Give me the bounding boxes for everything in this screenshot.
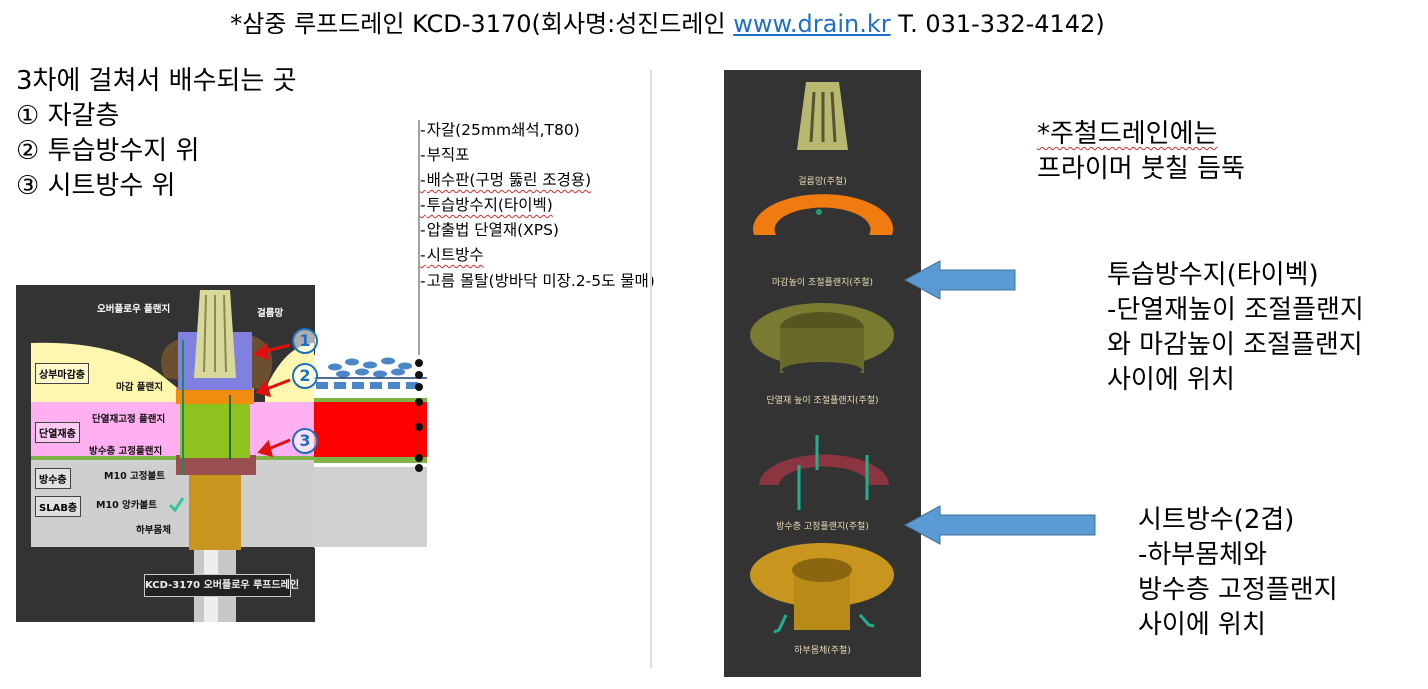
marker-2: 2: [292, 363, 318, 389]
note-sheet-line: 시트방수(2겹): [1138, 505, 1295, 535]
note-tyvek-line: 투습방수지(타이벡): [1107, 260, 1319, 290]
layer-sheet: 시트방수: [420, 243, 484, 265]
label-strainer: 걸름망: [257, 308, 284, 319]
finish-flange-part: [753, 194, 893, 235]
drain-point-3: ③ 시트방수 위: [16, 171, 176, 201]
layer-nonwoven: 부직포: [420, 143, 470, 165]
title-text: *삼중 루프드레인 KCD-3170(회사명:성진드레인: [230, 10, 734, 38]
part-label-lower-body: 하부몸체(주철): [794, 646, 851, 656]
layer-xps: 압출법 단열재(XPS): [420, 218, 559, 240]
lower-body-part: [750, 543, 894, 634]
slide-title: *삼중 루프드레인 KCD-3170(회사명:성진드레인 www.drain.k…: [0, 4, 1335, 39]
strainer-part: [797, 82, 848, 150]
part-label-waterproof-flange: 방수층 고정플랜지(주철): [776, 522, 869, 532]
layer-drain-board: 배수판(구멍 뚫린 조경용): [420, 168, 592, 190]
label-finish-flange: 마감 플랜지: [116, 382, 164, 393]
zone-waterproof: 방수층: [35, 468, 71, 489]
part-label-strainer: 걸름망(주철): [798, 177, 847, 187]
zone-slab: SLAB층: [35, 496, 82, 517]
zone-insulation: 단열재층: [35, 422, 80, 443]
title-phone: T. 031-332-4142): [890, 10, 1105, 38]
label-m10-fix-bolt: M10 고정볼트: [104, 471, 165, 482]
note-cast-iron-line: *주철드레인에는: [1037, 119, 1218, 149]
label-lower-body: 하부몸체: [136, 525, 171, 536]
drain-point-1: ① 자갈층: [16, 101, 120, 131]
note-tyvek-line: 사이에 위치: [1107, 365, 1235, 395]
part-label-finish-flange: 마감높이 조절플랜지(주철): [772, 278, 873, 288]
label-waterproof-flange: 방수층 고정플랜지: [89, 446, 163, 457]
note-tyvek-line: -단열재높이 조절플랜지: [1107, 295, 1364, 325]
layer-gravel: 자갈(25mm쇄석,T80): [420, 118, 580, 140]
drain-points-heading: 3차에 걸쳐서 배수되는 곳: [16, 66, 297, 96]
arrow-sheet: [903, 505, 1096, 545]
note-sheet-line: 방수층 고정플랜지: [1138, 575, 1338, 605]
note-cast-iron-line: 프라이머 붓칠 듬뚝: [1037, 154, 1245, 184]
parts-exploded-view: [724, 70, 921, 677]
note-sheet: 시트방수(2겹) -하부몸체와 방수층 고정플랜지 사이에 위치: [1138, 503, 1338, 643]
label-m10-anchor-bolt: M10 앙카볼트: [96, 500, 157, 511]
website-link[interactable]: www.drain.kr: [733, 10, 891, 38]
drain-points-list: 3차에 걸쳐서 배수되는 곳 ① 자갈층 ② 투습방수지 위 ③ 시트방수 위: [16, 64, 297, 204]
note-sheet-line: -하부몸체와: [1138, 540, 1267, 570]
note-sheet-line: 사이에 위치: [1138, 610, 1266, 640]
marker-1: 1: [292, 328, 318, 354]
waterproof-flange-part: [759, 435, 889, 510]
zone-top-finish: 상부마감층: [35, 363, 89, 384]
insulation-flange-part: [750, 303, 894, 378]
pointer-arrows: [903, 260, 1096, 545]
marker-3: 3: [292, 428, 318, 454]
note-cast-iron: *주철드레인에는 프라이머 붓칠 듬뚝: [1037, 117, 1245, 187]
arrow-tyvek: [903, 260, 1016, 300]
divider: [650, 70, 652, 668]
label-insulation-flange: 단열재고정 플랜지: [92, 414, 166, 425]
part-label-insulation-flange: 단열재 높이 조절플랜지(주철): [766, 396, 879, 406]
drain-section-diagram: [16, 120, 427, 622]
layer-tyvek: 투습방수지(타이벡): [420, 193, 553, 215]
label-overflow-flange: 오버플로우 플랜지: [97, 304, 171, 315]
note-tyvek: 투습방수지(타이벡) -단열재높이 조절플랜지 와 마감높이 조절플랜지 사이에…: [1107, 258, 1364, 398]
drain-point-2: ② 투습방수지 위: [16, 136, 200, 166]
layer-mortar: 고름 몰탈(방바닥 미장.2-5도 물매): [420, 269, 655, 291]
note-tyvek-line: 와 마감높이 조절플랜지: [1107, 330, 1363, 360]
diagram-caption: KCD-3170 오버플로우 루프드레인: [144, 574, 299, 597]
